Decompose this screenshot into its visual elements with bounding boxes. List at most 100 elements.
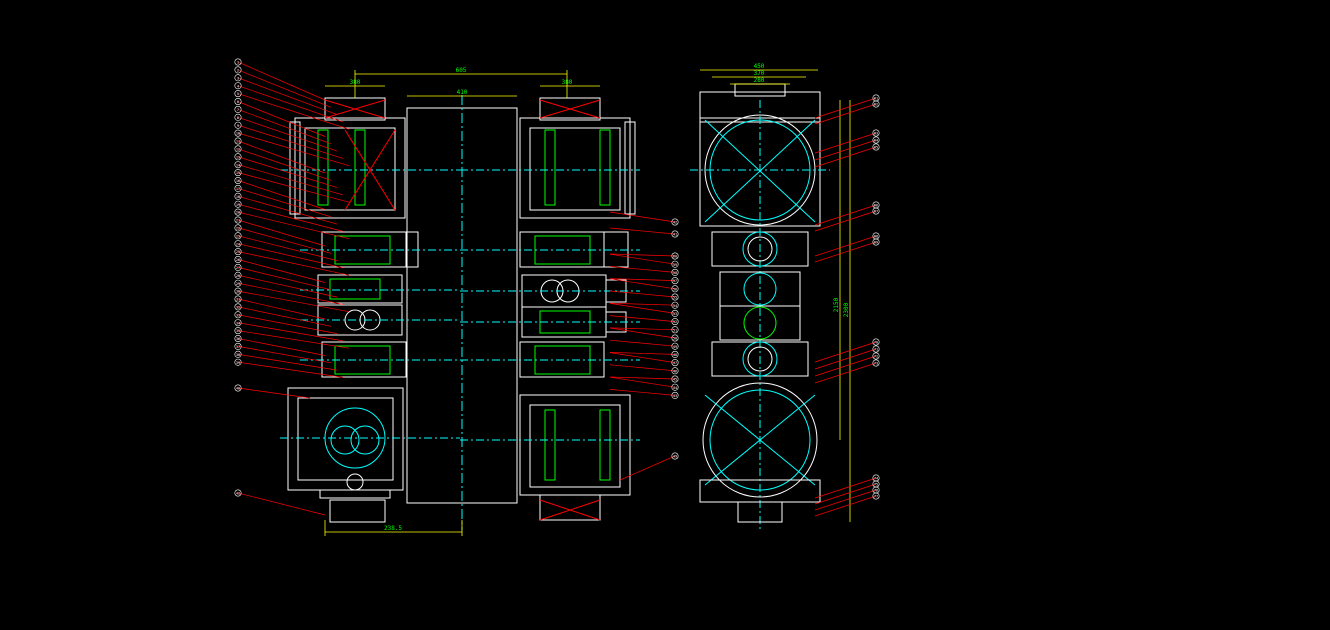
balloon-circle xyxy=(671,301,679,309)
balloon-label: 6 xyxy=(237,100,239,104)
leader-line xyxy=(609,327,676,331)
balloon-label: 42 xyxy=(673,221,677,225)
balloon-label: 39 xyxy=(236,361,240,365)
dim-top-right: 380 xyxy=(562,79,573,86)
middle-left-roll-stands xyxy=(300,231,460,378)
balloon-label: 68 xyxy=(874,235,878,239)
side-elevation-view xyxy=(690,83,830,530)
leader-line xyxy=(237,124,344,159)
balloon-circle xyxy=(234,161,242,169)
balloon-label: 75 xyxy=(874,483,878,487)
balloon-circle xyxy=(872,474,880,482)
leader-line xyxy=(237,116,338,152)
balloon-circle xyxy=(872,136,880,144)
leader-line xyxy=(814,97,877,119)
leader-line xyxy=(237,353,338,371)
front-elevation-view xyxy=(280,95,640,530)
balloon-label: 12 xyxy=(236,148,240,152)
leader-line xyxy=(237,69,332,108)
balloon-circle xyxy=(234,248,242,256)
leader-line xyxy=(814,362,877,384)
balloon-circle xyxy=(234,98,242,106)
leader-line xyxy=(609,376,676,388)
balloon-circle xyxy=(671,359,679,367)
leader-line xyxy=(609,302,676,306)
leader-line xyxy=(237,282,344,305)
leader-line xyxy=(237,164,344,196)
balloon-label: 10 xyxy=(236,132,240,136)
balloon-label: 62 xyxy=(874,103,878,107)
balloon-circle xyxy=(671,252,679,260)
side-view-dimension-text: 450 370 280 2150 2300 xyxy=(754,63,850,317)
balloon-circle xyxy=(872,100,880,108)
balloon-label: 18 xyxy=(236,195,240,199)
balloon-label: 19 xyxy=(236,203,240,207)
leader-line xyxy=(237,188,332,218)
balloon-circle xyxy=(872,492,880,500)
balloon-label: 22 xyxy=(236,227,240,231)
leader-line xyxy=(814,495,877,517)
balloon-label: 72 xyxy=(874,355,878,359)
balloon-label: 2 xyxy=(237,69,239,73)
leader-line xyxy=(237,61,326,101)
balloon-label: 51 xyxy=(673,328,677,332)
leader-line xyxy=(237,338,326,356)
leader-line xyxy=(237,346,332,364)
leader-line xyxy=(814,204,877,226)
balloon-label: 34 xyxy=(236,321,240,325)
dim-side-right-2: 2300 xyxy=(843,302,850,317)
balloon-circle xyxy=(234,184,242,192)
balloon-circle xyxy=(872,352,880,360)
leader-line xyxy=(237,195,338,225)
leader-line xyxy=(609,253,676,257)
balloon-circle xyxy=(234,271,242,279)
balloon-circle xyxy=(671,230,679,238)
leader-lines xyxy=(237,61,877,517)
leader-line xyxy=(237,211,350,240)
leader-line xyxy=(814,483,877,505)
balloon-label: 30 xyxy=(236,290,240,294)
balloon-label: 61 xyxy=(874,97,878,101)
leader-line xyxy=(237,274,338,298)
balloon-circle xyxy=(234,200,242,208)
balloon-circle xyxy=(234,489,242,497)
balloon-label: 43 xyxy=(673,394,677,398)
balloon-circle xyxy=(234,58,242,66)
front-view-dimensions xyxy=(324,70,600,536)
leader-line xyxy=(609,278,676,290)
balloon-circle xyxy=(671,391,679,399)
balloon-label: 25 xyxy=(236,250,240,254)
balloon-circle xyxy=(234,113,242,121)
balloon-circle xyxy=(234,350,242,358)
balloon-label: 3 xyxy=(237,76,239,80)
dim-bottom: 238.5 xyxy=(384,525,402,532)
balloon-label: 71 xyxy=(874,348,878,352)
balloon-circle xyxy=(671,260,679,268)
balloon-label: 13 xyxy=(236,155,240,159)
leader-line xyxy=(814,341,877,363)
balloon-circle xyxy=(872,232,880,240)
balloon-label: 35 xyxy=(236,329,240,333)
balloon-label: 37 xyxy=(236,345,240,349)
balloon-label: 41 xyxy=(673,233,677,237)
balloon-label: 17 xyxy=(236,187,240,191)
leader-line xyxy=(237,203,344,232)
balloon-label: 70 xyxy=(874,341,878,345)
balloon-label: 20 xyxy=(236,211,240,215)
balloon-label: 33 xyxy=(236,313,240,317)
leader-line xyxy=(237,180,326,210)
balloon-circle xyxy=(234,121,242,129)
balloon-circle xyxy=(872,338,880,346)
balloon-label: 60 xyxy=(673,255,677,259)
leader-line xyxy=(237,330,350,349)
balloon-label: 1 xyxy=(237,61,239,65)
balloon-circle xyxy=(234,169,242,177)
balloon-label: 23 xyxy=(236,234,240,238)
balloon-label: 49 xyxy=(673,455,677,459)
leader-line xyxy=(609,376,676,380)
balloon-label: 29 xyxy=(236,282,240,286)
balloon-circle xyxy=(671,342,679,350)
balloon-circle xyxy=(234,342,242,350)
leader-line xyxy=(237,172,350,203)
leader-line xyxy=(814,355,877,377)
